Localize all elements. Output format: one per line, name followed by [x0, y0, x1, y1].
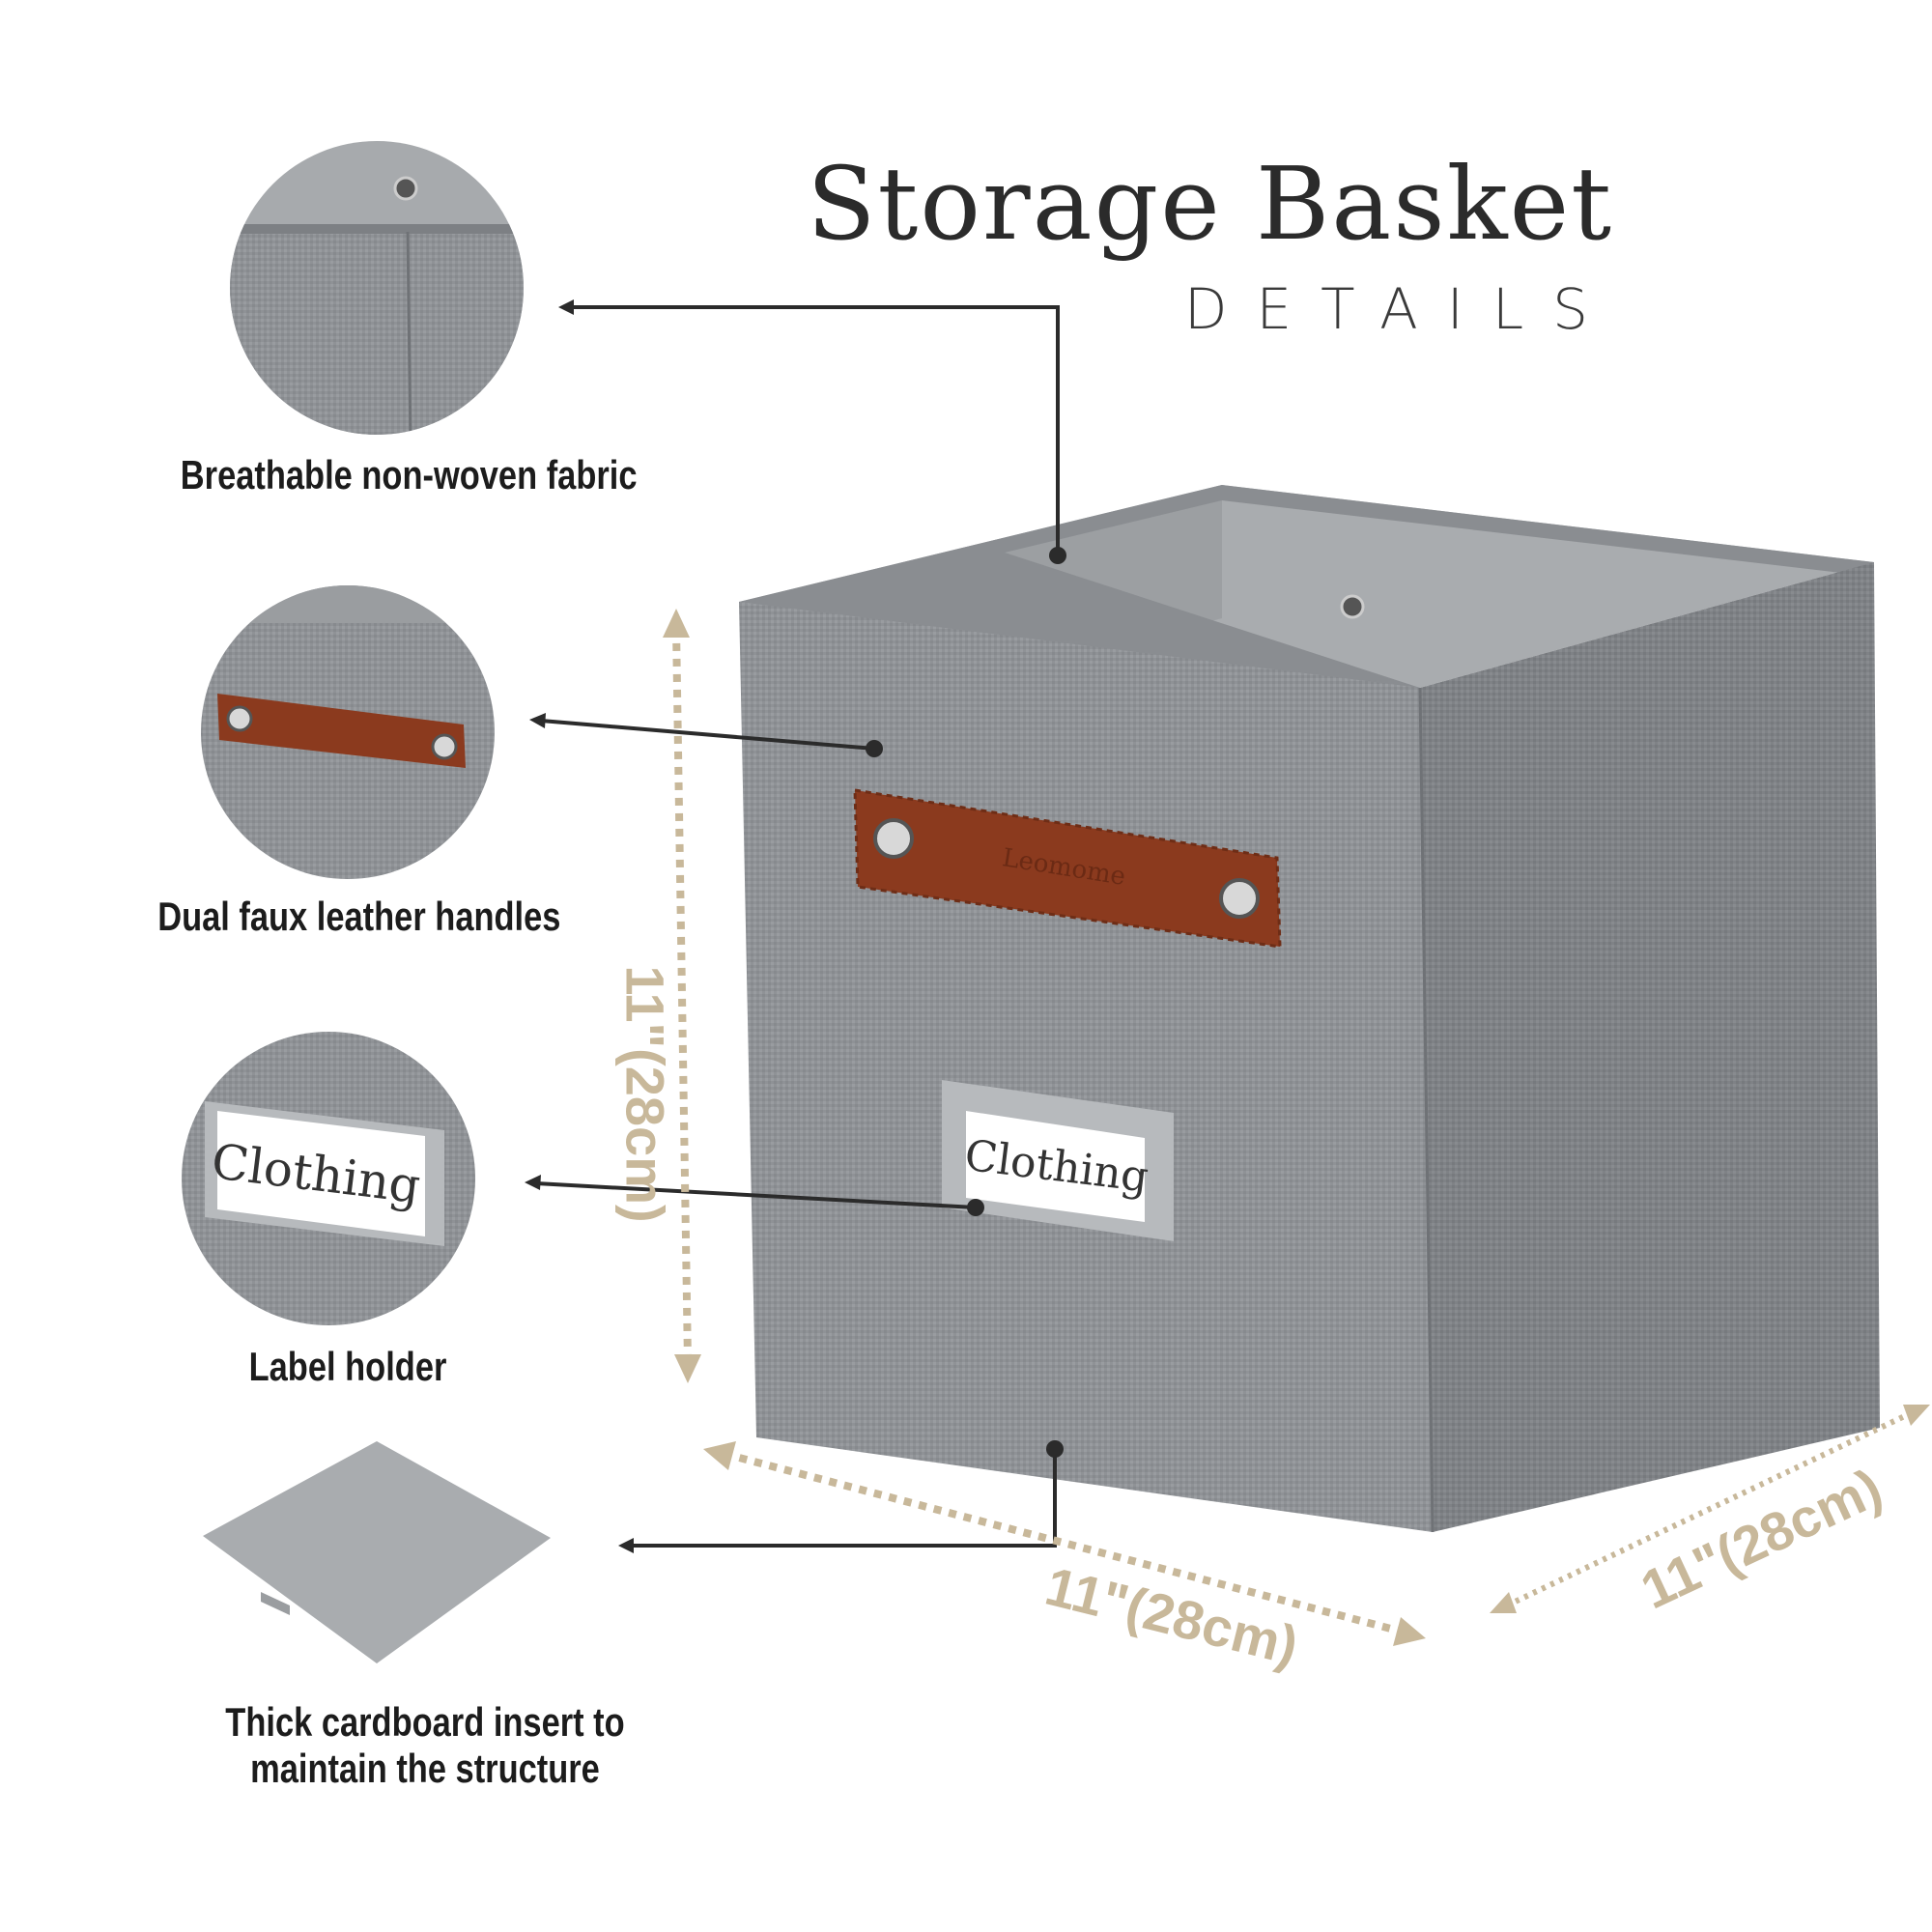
leader-lines	[525, 299, 1066, 1553]
caption-handles: Dual faux leather handles	[157, 894, 561, 939]
basket-right-side	[1420, 562, 1880, 1532]
cardboard-insert	[203, 1441, 551, 1663]
dimension-height: 11"(28cm)	[614, 965, 676, 1223]
basket-front-face	[739, 602, 1433, 1532]
basket-edge	[1418, 687, 1435, 1533]
basket-rivet	[1340, 594, 1365, 619]
leather-handle: Leomome	[853, 788, 1282, 949]
detail-fabric-circle	[230, 141, 524, 435]
caption-label-holder: Label holder	[248, 1344, 447, 1389]
caption-cardboard-line1: Thick cardboard insert to	[225, 1699, 625, 1745]
caption-fabric: Breathable non-woven fabric	[180, 452, 638, 497]
page-title: Storage Basket	[807, 145, 1613, 263]
storage-basket: Leomome Clothing	[739, 485, 1880, 1533]
basket-rim-top	[739, 485, 1874, 703]
caption-cardboard-line2: maintain the structure	[250, 1746, 600, 1791]
dimension-lines	[663, 609, 1930, 1646]
page-subtitle: DETAILS	[1183, 276, 1617, 342]
detail-handle-circle	[201, 585, 495, 879]
detail-label-circle: Clothing	[182, 1032, 475, 1325]
label-holder: Clothing	[942, 1080, 1174, 1241]
